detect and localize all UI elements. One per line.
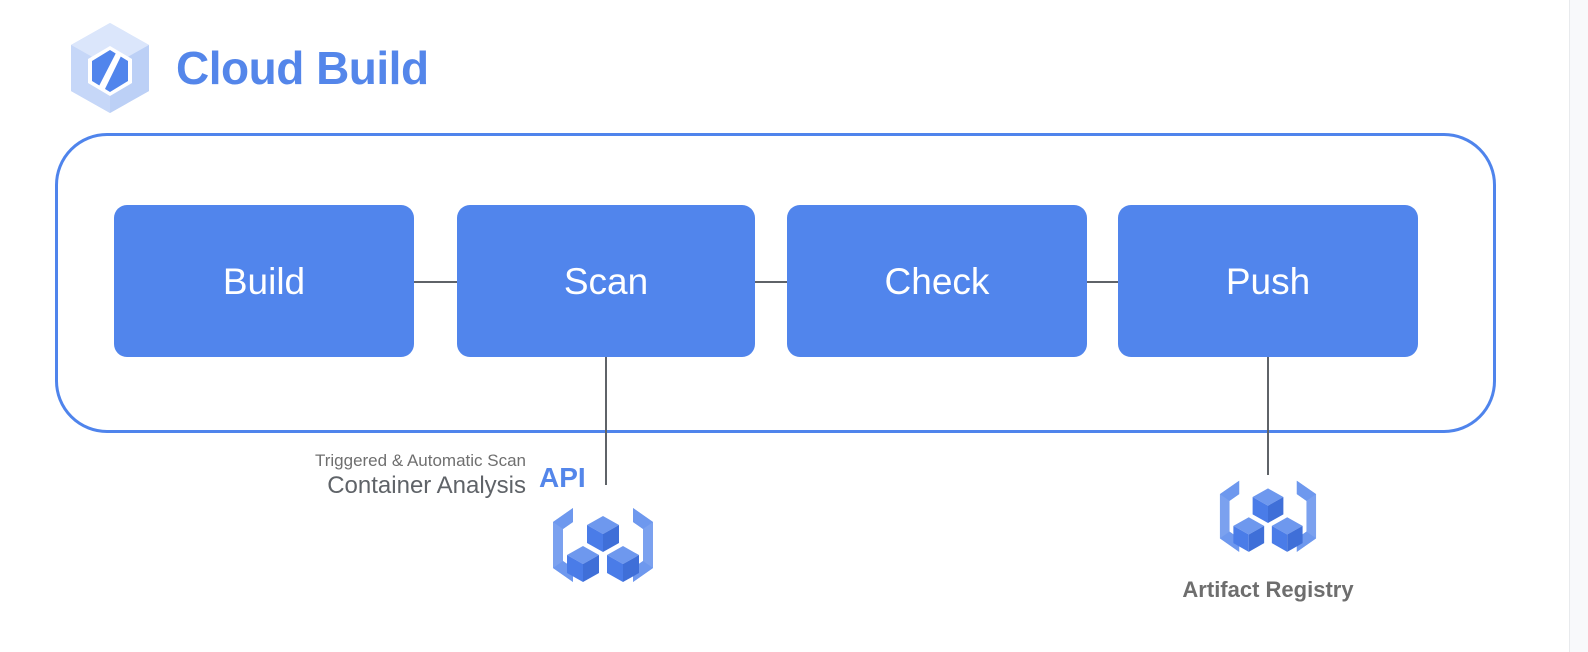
stage-label: Scan xyxy=(563,260,649,302)
artifact-registry-icon xyxy=(1218,473,1318,561)
stage-label: Push xyxy=(1225,260,1311,302)
stage-label: Check xyxy=(884,260,990,302)
page-edge-strip xyxy=(1569,0,1588,652)
pipeline-container xyxy=(55,133,1496,433)
connector-push-to-artifact-registry xyxy=(1267,357,1269,475)
container-analysis-caption: Triggered & Automatic Scan Container Ana… xyxy=(0,450,526,501)
cloud-build-cube-icon xyxy=(66,20,154,116)
header: Cloud Build xyxy=(66,20,429,116)
artifact-registry-label: Artifact Registry xyxy=(1182,577,1354,602)
pipeline-stage-check[interactable]: Check xyxy=(787,205,1087,357)
pipeline-stage-push[interactable]: Push xyxy=(1118,205,1418,357)
container-analysis-icon xyxy=(551,500,655,590)
pipeline-stage-build[interactable]: Build xyxy=(114,205,414,357)
page-title: Cloud Build xyxy=(176,42,429,94)
stage-label: Build xyxy=(222,260,306,302)
pipeline-stage-scan[interactable]: Scan xyxy=(457,205,755,357)
connector-scan-to-container-analysis xyxy=(605,357,607,485)
container-analysis-caption-line-1: Triggered & Automatic Scan xyxy=(314,451,526,470)
connector-scan-to-check xyxy=(755,281,787,283)
connector-build-to-scan xyxy=(414,281,457,283)
container-analysis-api-label: API xyxy=(539,462,586,493)
connector-check-to-push xyxy=(1087,281,1118,283)
container-analysis-caption-line-2: Container Analysis xyxy=(327,472,526,500)
